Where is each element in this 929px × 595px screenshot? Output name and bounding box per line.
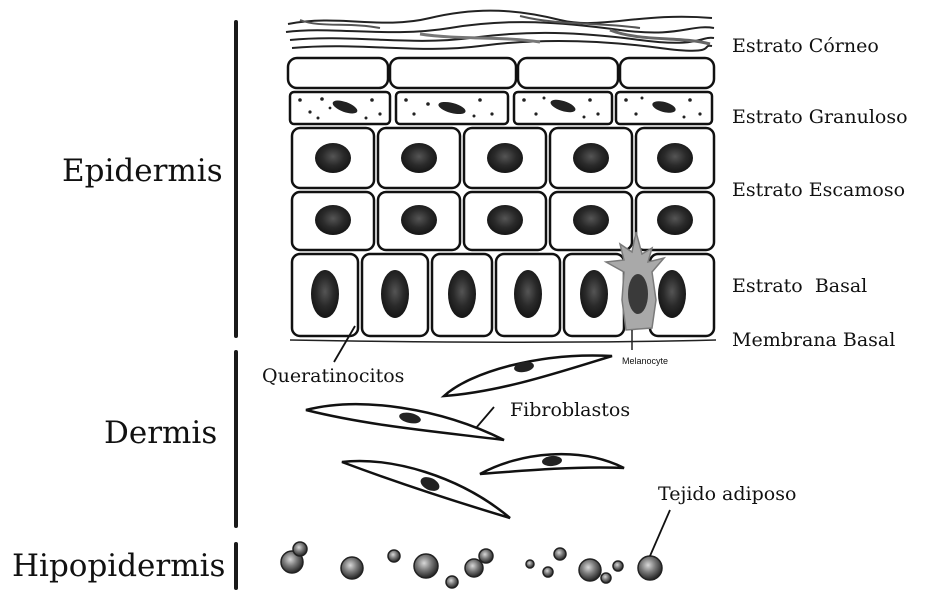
cell-nucleus [315, 143, 351, 173]
cell-nucleus [580, 270, 608, 318]
cell-nucleus [448, 270, 476, 318]
spinous-cells-row-2 [292, 192, 714, 250]
fat-droplet [479, 549, 493, 563]
basement-membrane-label: Membrana Basal [732, 329, 895, 351]
adipose-pointer [650, 510, 670, 556]
cell-nucleus [487, 205, 523, 235]
stratum-corneum-label: Estrato Córneo [732, 35, 879, 57]
flat-cell [620, 58, 714, 88]
fat-droplet [446, 576, 458, 588]
cell-nucleus [657, 143, 693, 173]
stratum-basale-label: Estrato Basal [732, 275, 867, 297]
stratum-granulosum-label: Estrato Granuloso [732, 106, 908, 128]
fibroblast-cell [342, 461, 510, 518]
granular-cells-row [290, 92, 712, 124]
hypodermis-label: Hipopidermis [12, 548, 225, 584]
stratum-spinosum-label: Estrato Escamoso [732, 179, 905, 201]
stratum-corneum-fibers [286, 11, 714, 51]
cell-nucleus [401, 205, 437, 235]
fat-droplet [293, 542, 307, 556]
cell-nucleus [315, 205, 351, 235]
cell-nucleus [401, 143, 437, 173]
cell-nucleus [514, 270, 542, 318]
cell-nucleus [311, 270, 339, 318]
fat-droplet [613, 561, 623, 571]
epidermis-label: Epidermis [62, 153, 223, 189]
fibroblast-cell [480, 454, 624, 474]
flattened-cells-row [288, 58, 714, 88]
melanocyte-label: Melanocyte [622, 356, 668, 366]
spinous-cells-row-1 [292, 128, 714, 188]
fibroblast-cell [306, 404, 504, 440]
fibroblast-cell [444, 355, 612, 396]
fat-droplet [579, 559, 601, 581]
keratinocytes-label: Queratinocitos [262, 365, 404, 387]
fat-droplet [388, 550, 400, 562]
fat-droplet [601, 573, 611, 583]
cell-nucleus [657, 205, 693, 235]
adipose-droplets [281, 542, 662, 588]
melanocyte-nucleus [628, 274, 648, 314]
cell-nucleus [573, 143, 609, 173]
cell-nucleus [487, 143, 523, 173]
fibroblasts-label: Fibroblastos [510, 399, 630, 421]
flat-cell [518, 58, 618, 88]
fat-droplet [465, 559, 483, 577]
flat-cell [390, 58, 516, 88]
fibroblast-pointer [476, 407, 494, 428]
dermis-label: Dermis [104, 415, 217, 451]
cell-nucleus [658, 270, 686, 318]
adipose-tissue-label: Tejido adiposo [658, 483, 796, 505]
basement-membrane-line [290, 340, 716, 342]
fat-droplet [414, 554, 438, 578]
cell-nucleus [381, 270, 409, 318]
fat-droplet [543, 567, 553, 577]
fat-droplet [638, 556, 662, 580]
fat-droplet [554, 548, 566, 560]
fat-droplet [526, 560, 534, 568]
flat-cell [288, 58, 388, 88]
fat-droplet [341, 557, 363, 579]
cell-nucleus [573, 205, 609, 235]
